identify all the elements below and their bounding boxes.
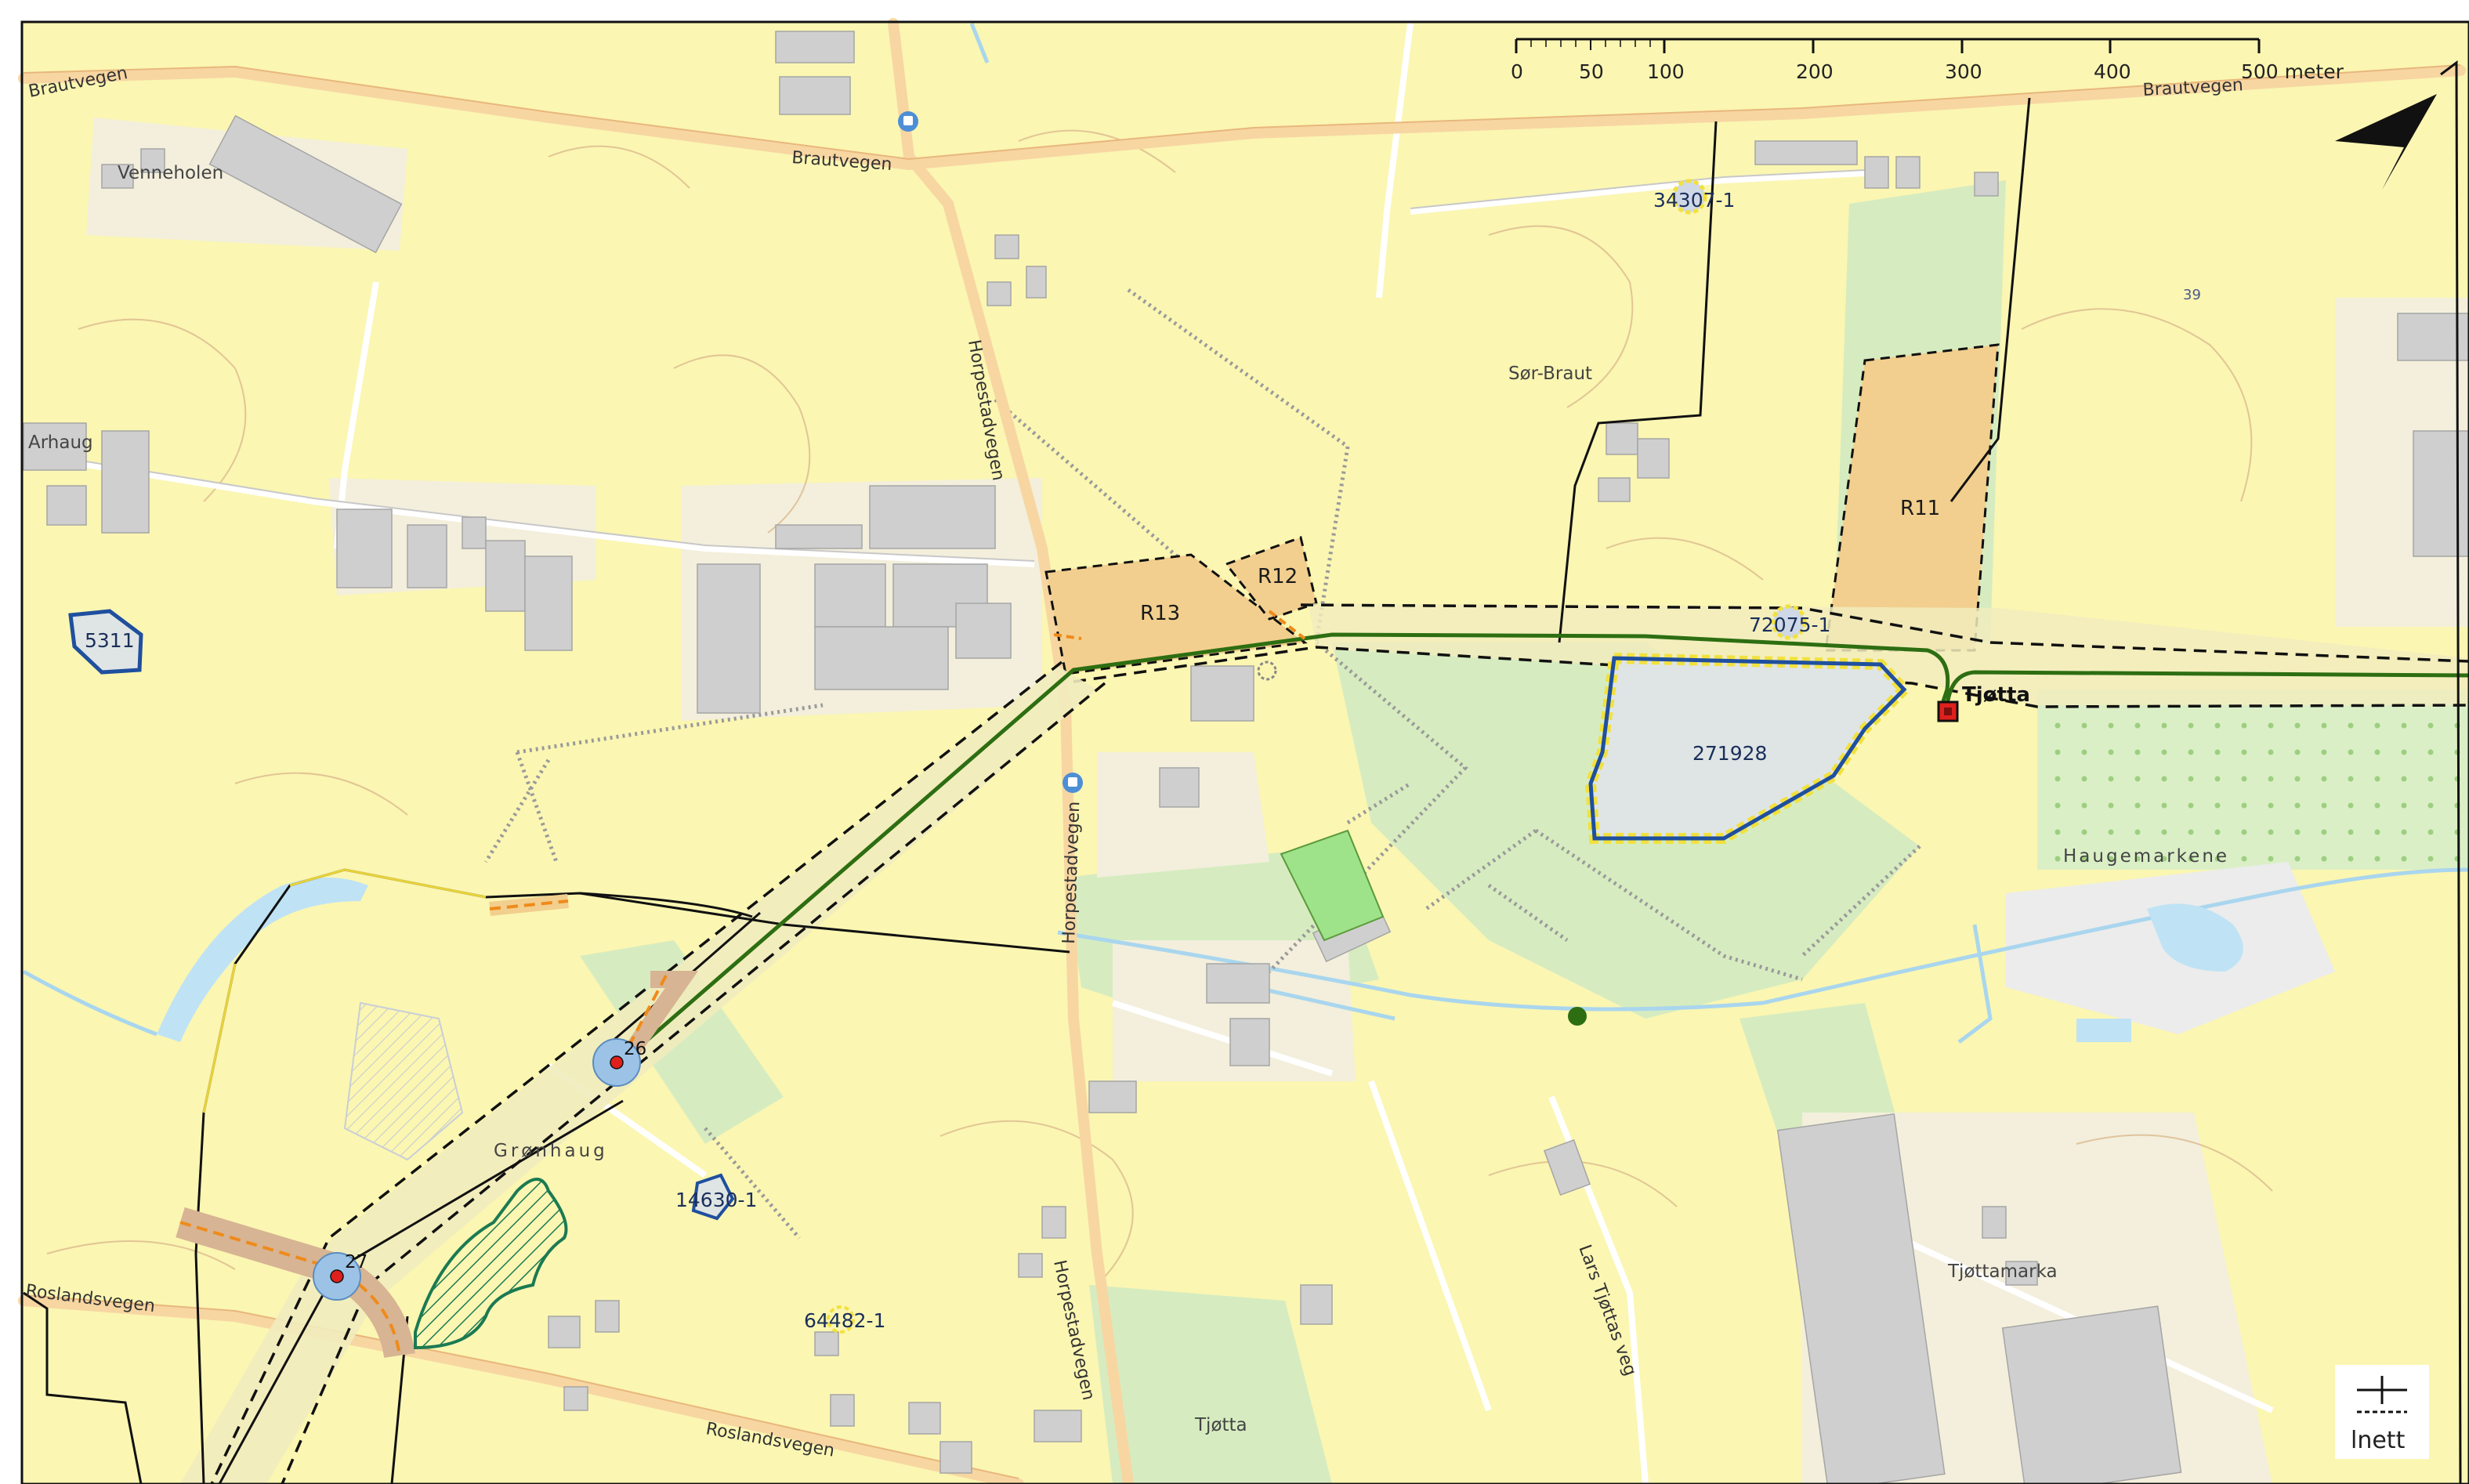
substation-tjotta[interactable]: [1937, 700, 1959, 722]
map-frame-edge-right: [2440, 60, 2462, 1484]
place-label-39: 39: [2183, 287, 2201, 303]
streams: [22, 23, 2469, 1044]
minor-roads-outline: [23, 168, 1881, 562]
station-label-tjotta: Tjøtta: [1962, 683, 2030, 707]
main-roads: [18, 18, 2466, 1484]
main-roads-edge: [23, 64, 2461, 1479]
scale-tick-300: 300: [1945, 60, 1982, 83]
plot-72075-marker[interactable]: [1771, 604, 1807, 640]
map-frame: [20, 20, 2469, 1484]
sports-field: [1280, 829, 1385, 942]
yellow-line-west: [289, 868, 487, 899]
plot-label-271928: 271928: [1692, 742, 1767, 765]
place-label-haugemarkene: Haugemarkene: [2063, 846, 2229, 867]
logo-text: lnett: [2351, 1427, 2406, 1454]
scale-tick-500: 500 meter: [2241, 60, 2344, 83]
plot-label-14630: 14630-1: [675, 1189, 757, 1211]
gray-area-west: [343, 1001, 464, 1161]
corridor-band: [1073, 603, 2469, 708]
plot-34307-marker[interactable]: [1671, 179, 1707, 215]
pond-east: [2147, 903, 2243, 972]
scale-tick-0: 0: [1511, 60, 1523, 83]
scale-bar: [1515, 38, 2261, 53]
place-label-venneholen: Venneholen: [118, 163, 223, 183]
planned-route: [625, 632, 2469, 1059]
place-label-sor-braut: Sør-Braut: [1508, 364, 1592, 384]
small-circle-marker: [1257, 661, 1277, 681]
mast-27[interactable]: [313, 1252, 361, 1301]
pond-east-2: [2076, 1019, 2131, 1042]
scale-tick-200: 200: [1796, 60, 1834, 83]
scale-tick-400: 400: [2094, 60, 2131, 83]
orchard-dots: [2037, 705, 2469, 862]
zone-label-r11: R11: [1900, 497, 1940, 520]
plot-label-64482: 64482-1: [804, 1309, 885, 1332]
place-label-tjotta: Tjøtta: [1194, 1415, 1247, 1435]
corridor-sw: [180, 666, 1097, 1484]
minor-roads: [23, 23, 2274, 1484]
bus-stop-icon[interactable]: [1063, 773, 1083, 793]
mast-label-26: 26: [624, 1039, 646, 1059]
zone-label-r12: R12: [1258, 565, 1298, 588]
yellow-line-trace: [202, 963, 237, 1113]
place-label-gronhaug: Grønhaug: [494, 1141, 608, 1161]
bus-stop-icon[interactable]: [898, 111, 918, 132]
green-point[interactable]: [1568, 1007, 1587, 1026]
zone-label-r13: R13: [1140, 602, 1180, 625]
hatched-green-area: [414, 1178, 568, 1350]
plot-label-5311: 5311: [85, 629, 135, 652]
north-arrow-icon: [2335, 94, 2437, 190]
zone-r13[interactable]: [1044, 553, 1308, 675]
place-label-arhaug: Arhaug: [28, 433, 93, 453]
plot-271928[interactable]: [1584, 652, 1912, 844]
pond-west: [157, 878, 368, 1042]
corridor-sw-edges: [210, 661, 1106, 1484]
mast-26[interactable]: [592, 1038, 641, 1087]
scale-tick-50: 50: [1579, 60, 1604, 83]
zone-r12[interactable]: [1224, 536, 1318, 621]
contour-lines: [46, 129, 2273, 1286]
plot-label-72075: 72075-1: [1749, 614, 1830, 636]
mast-label-27: 27: [345, 1252, 367, 1272]
plot-64482-marker[interactable]: [827, 1305, 855, 1334]
plot-14630[interactable]: [691, 1173, 735, 1221]
plot-5311[interactable]: [68, 609, 143, 675]
scale-tick-100: 100: [1647, 60, 1685, 83]
plot-label-34307: 34307-1: [1653, 189, 1735, 212]
lnett-logo-icon: lnett: [2335, 1365, 2429, 1459]
place-label-tjottamarka: Tjøttamarka: [1947, 1261, 2058, 1282]
